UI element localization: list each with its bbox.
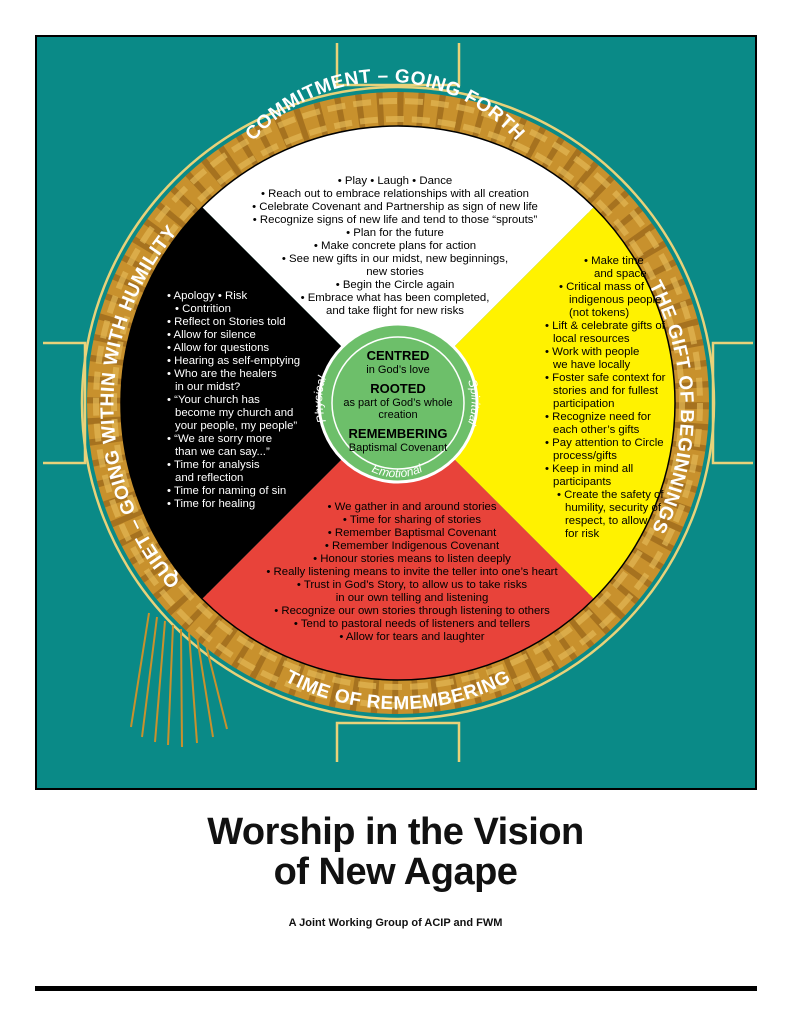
- emotional-label: Emotional: [370, 461, 425, 480]
- south-item: • Remember Indigenous Covenant: [324, 540, 500, 552]
- west-item: • Who are the healers: [167, 368, 277, 380]
- south-item: • Recognize our own stories through list…: [274, 605, 550, 617]
- centred-heading: CENTRED: [367, 348, 430, 363]
- spiritual-label: Spiritual: [465, 378, 483, 428]
- mental-label: Mental: [377, 311, 418, 328]
- south-item: • Tend to pastoral needs of listeners an…: [293, 618, 531, 630]
- north-item: • Embrace what has been completed,: [300, 292, 490, 304]
- title-line-1: Worship in the Vision: [207, 811, 584, 853]
- west-item: your people, my people”: [175, 420, 298, 432]
- north-item: new stories: [366, 266, 424, 278]
- south-item: • Remember Baptismal Covenant: [327, 527, 497, 539]
- medicine-wheel-poster: Mental Emotional Physical Spiritual CENT…: [35, 35, 757, 790]
- braid-tassel: [130, 612, 228, 748]
- west-item: • Apology • Risk: [167, 290, 248, 302]
- north-quadrant: [202, 125, 594, 403]
- west-item: • Time for naming of sin: [167, 485, 287, 497]
- east-item: • Recognize need for: [545, 411, 651, 423]
- rooted-heading: ROOTED: [370, 381, 426, 396]
- west-item: • “Your church has: [167, 394, 260, 406]
- south-item: • We gather in and around stories: [327, 501, 497, 513]
- north-item: • Reach out to embrace relationships wit…: [260, 188, 529, 200]
- remembering-text: Baptismal Covenant: [349, 442, 447, 454]
- north-item: • Plan for the future: [346, 227, 444, 239]
- south-item: • Trust in God’s Story, to allow us to t…: [296, 579, 528, 591]
- west-item: • Reflect on Stories told: [167, 316, 286, 328]
- north-item: and take flight for new risks: [325, 305, 465, 317]
- south-item: • Really listening means to invite the t…: [266, 566, 558, 578]
- north-item: • Make concrete plans for action: [313, 240, 477, 252]
- east-item: participation: [553, 398, 615, 410]
- east-item: • Pay attention to Circle: [545, 437, 664, 449]
- rooted-text-line2: creation: [378, 409, 417, 421]
- north-item: • Recognize signs of new life and tend t…: [252, 214, 538, 226]
- north-item: • See new gifts in our midst, new beginn…: [281, 253, 509, 265]
- south-quadrant: [202, 403, 594, 681]
- west-item: and reflection: [175, 472, 244, 484]
- east-item: stories and for fullest: [553, 385, 659, 397]
- north-item: • Begin the Circle again: [335, 279, 455, 291]
- west-quadrant: [120, 207, 399, 599]
- east-item: • Make time: [584, 255, 644, 267]
- west-item: • Time for analysis: [167, 459, 260, 471]
- centred-text: in God’s love: [366, 364, 429, 376]
- page-title: Worship in the Vision of New Agape: [0, 812, 791, 892]
- south-item: • Allow for tears and laughter: [339, 631, 485, 643]
- east-item: for risk: [565, 528, 600, 540]
- center-circle: [317, 322, 479, 484]
- bottom-rule: [35, 986, 757, 991]
- west-item: • Allow for questions: [167, 342, 270, 354]
- remembering-heading: REMEMBERING: [349, 426, 448, 441]
- south-quadrant-text: • We gather in and around stories • Time…: [197, 501, 627, 644]
- west-item: • “We are sorry more: [167, 433, 273, 445]
- west-item: than we can say...”: [175, 446, 270, 458]
- east-item: we have locally: [553, 359, 631, 371]
- physical-label: Physical: [311, 374, 329, 425]
- east-quadrant: [398, 207, 676, 599]
- east-quadrant-text: • Make time and space • Critical mass of…: [509, 255, 679, 541]
- west-item: in our midst?: [175, 381, 241, 393]
- east-item: • Lift & celebrate gifts of: [545, 320, 665, 332]
- east-item: (not tokens): [569, 307, 630, 319]
- south-item: in our own telling and listening: [335, 592, 489, 604]
- east-item: • Foster safe context for: [545, 372, 666, 384]
- north-item: • Play • Laugh • Dance: [337, 175, 453, 187]
- east-item: participants: [553, 476, 612, 488]
- braid-ring: [87, 92, 709, 714]
- south-item: • Honour stories means to listen deeply: [313, 553, 511, 565]
- east-item: • Critical mass of: [559, 281, 645, 293]
- east-item: respect, to allow: [565, 515, 648, 527]
- east-item: process/gifts: [553, 450, 617, 462]
- west-item: • Allow for silence: [167, 329, 256, 341]
- title-line-2: of New Agape: [273, 851, 518, 893]
- medicine-wheel: Mental Emotional Physical Spiritual CENT…: [43, 43, 753, 762]
- west-item: • Contrition: [175, 303, 231, 315]
- west-quadrant-text: • Apology • Risk • Contrition • Reflect …: [167, 290, 327, 511]
- east-item: • Create the safety of: [557, 489, 664, 501]
- east-item: and space: [594, 268, 647, 280]
- north-item: • Celebrate Covenant and Partnership as …: [252, 201, 538, 213]
- east-item: indigenous people: [569, 294, 662, 306]
- rooted-text-line1: as part of God’s whole: [343, 397, 452, 409]
- west-item: • Hearing as self-emptying: [167, 355, 301, 367]
- south-item: • Time for sharing of stories: [342, 514, 482, 526]
- east-item: • Keep in mind all: [545, 463, 634, 475]
- east-item: local resources: [553, 333, 630, 345]
- west-item: become my church and: [175, 407, 294, 419]
- east-item: humility, security of: [565, 502, 662, 514]
- east-item: • Work with people: [545, 346, 640, 358]
- page-subtitle: A Joint Working Group of ACIP and FWM: [288, 917, 503, 929]
- east-item: each other’s gifts: [553, 424, 640, 436]
- quadrants: [120, 125, 676, 681]
- west-item: • Time for healing: [167, 498, 256, 510]
